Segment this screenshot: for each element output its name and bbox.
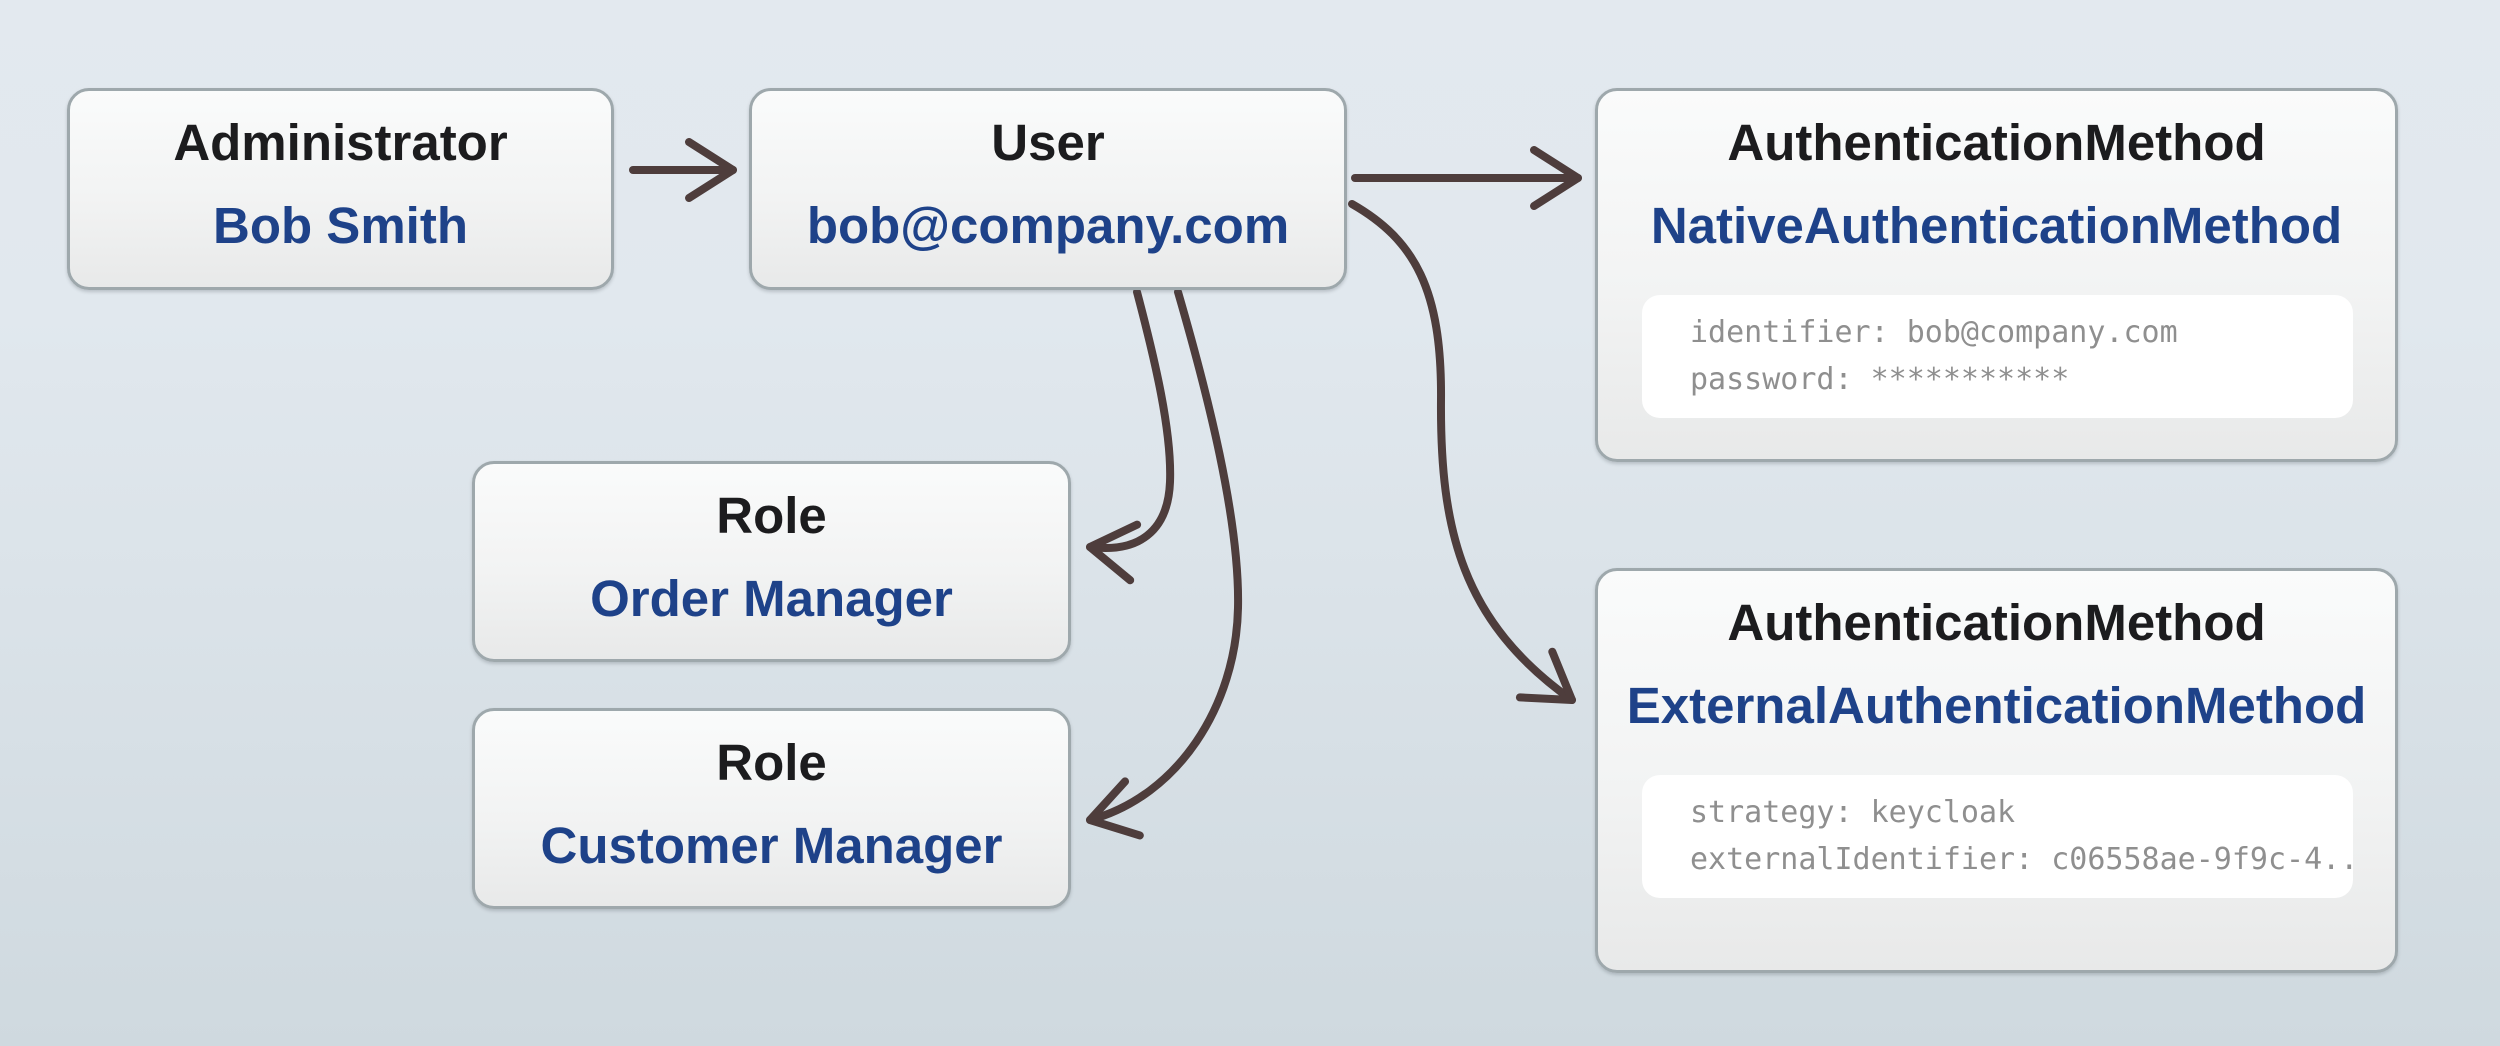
node-value-label: Customer Manager xyxy=(540,817,1003,874)
node-external-authentication-method: AuthenticationMethod ExternalAuthenticat… xyxy=(1595,568,2398,973)
node-type-label: Role xyxy=(716,734,827,791)
node-type-label: AuthenticationMethod xyxy=(1727,594,2266,651)
node-type-label: User xyxy=(991,114,1105,171)
node-value-label: bob@company.com xyxy=(806,197,1290,254)
attribute-password: password: *********** xyxy=(1690,362,2070,397)
node-user: User bob@company.com xyxy=(749,88,1347,290)
node-role-order-manager: Role Order Manager xyxy=(472,461,1071,662)
node-role-customer-manager: Role Customer Manager xyxy=(472,708,1071,909)
attribute-strategy: strategy: keycloak xyxy=(1690,795,2016,830)
attribute-panel: identifier: bob@company.com password: **… xyxy=(1642,295,2353,418)
edge-user-role-order-manager xyxy=(1086,288,1175,585)
node-administrator: Administrator Bob Smith xyxy=(67,88,614,290)
node-type-label: Administrator xyxy=(173,114,508,171)
edge-user-external-authentication-method xyxy=(1348,200,1576,704)
attribute-panel: strategy: keycloak externalIdentifier: c… xyxy=(1642,775,2353,898)
node-type-label: AuthenticationMethod xyxy=(1727,114,2266,171)
node-native-authentication-method: AuthenticationMethod NativeAuthenticatio… xyxy=(1595,88,2398,462)
node-type-label: Role xyxy=(716,487,827,544)
node-value-label: Bob Smith xyxy=(213,197,468,254)
node-value-label: NativeAuthenticationMethod xyxy=(1650,197,2343,254)
edge-user-role-customer-manager xyxy=(1086,288,1243,840)
node-value-label: Order Manager xyxy=(590,570,953,627)
node-value-label: ExternalAuthenticationMethod xyxy=(1626,677,2367,734)
attribute-external-identifier: externalIdentifier: c06558ae-9f9c-4... xyxy=(1690,842,2353,877)
attribute-identifier: identifier: bob@company.com xyxy=(1690,315,2178,350)
